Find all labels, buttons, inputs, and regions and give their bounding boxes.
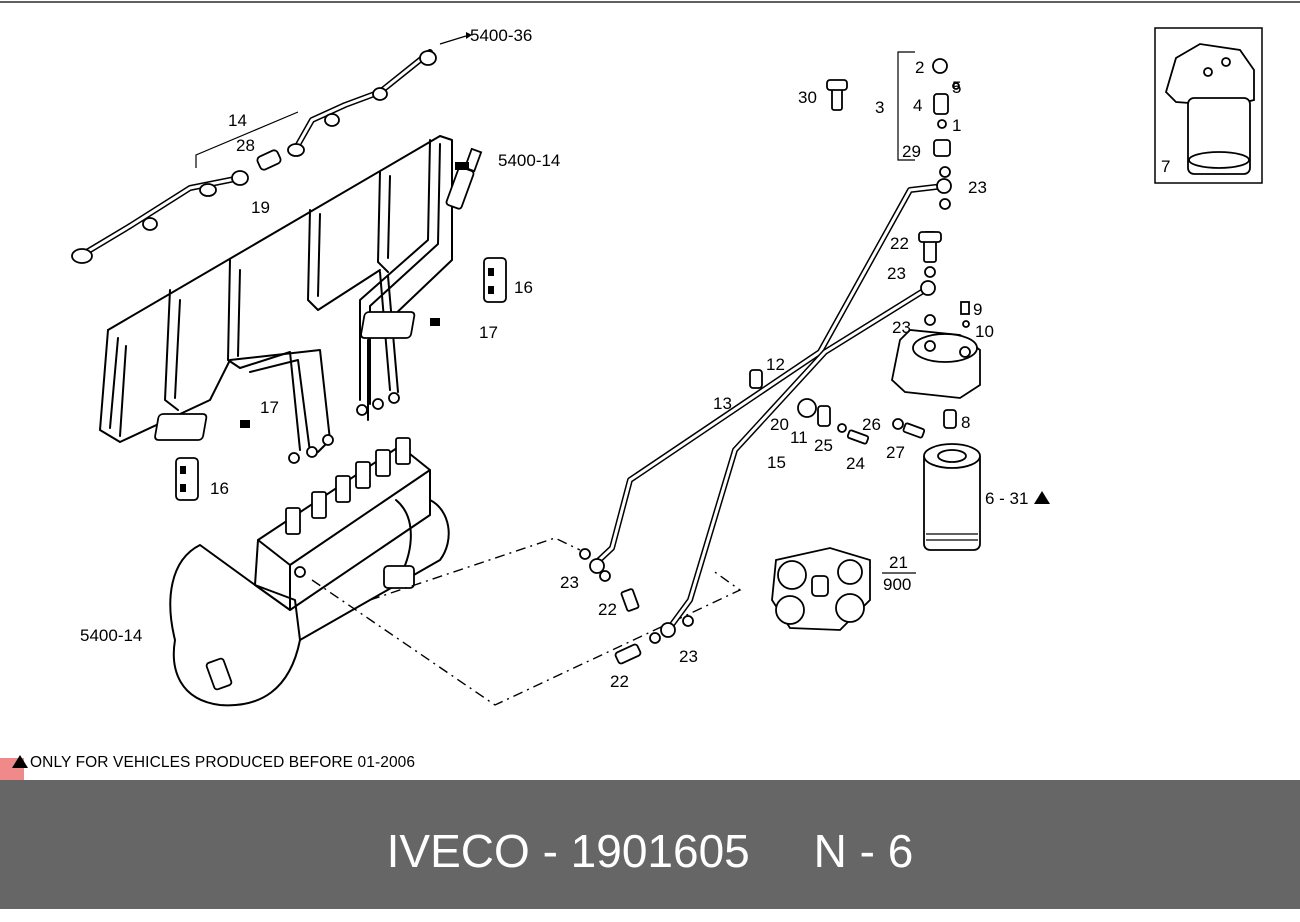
fuel-pipes xyxy=(589,178,952,638)
callout-23-e: 23 xyxy=(679,647,698,666)
callout-23-c: 23 xyxy=(892,318,911,337)
callout-19: 19 xyxy=(251,198,270,217)
footer-bar: IVECO - 1901605 N - 6 xyxy=(0,780,1300,909)
callout-30: 30 xyxy=(798,88,817,107)
callout-16-lower: 16 xyxy=(210,479,229,498)
callout-6-31: 6 - 31 xyxy=(985,489,1028,508)
callout-5400-36: 5400-36 xyxy=(470,26,532,45)
callout-12: 12 xyxy=(766,355,785,374)
callout-4: 4 xyxy=(913,96,922,115)
item-7-inset xyxy=(1154,27,1263,184)
callout-23-a: 23 xyxy=(968,178,987,197)
parts-diagram: 5400-36 14 28 5400-14 19 16 17 17 16 540… xyxy=(0,1,1300,707)
callout-17-lower: 17 xyxy=(260,398,279,417)
callout-27: 27 xyxy=(886,443,905,462)
callout-26: 26 xyxy=(862,415,881,434)
callout-22-c: 22 xyxy=(610,672,629,691)
fittings xyxy=(579,51,970,665)
callout-13: 13 xyxy=(713,394,732,413)
callout-9: 9 xyxy=(973,300,982,319)
fuel-filter xyxy=(923,443,981,551)
callout-10: 10 xyxy=(975,322,994,341)
clamps xyxy=(154,257,507,501)
callout-7: 7 xyxy=(1161,157,1170,176)
callout-22-b: 22 xyxy=(598,600,617,619)
production-note: ONLY FOR VEHICLES PRODUCED BEFORE 01-200… xyxy=(12,754,415,772)
callout-24: 24 xyxy=(846,454,865,473)
filter-housing-900 xyxy=(771,547,916,631)
callout-5400-14-top: 5400-14 xyxy=(498,151,560,170)
callout-8: 8 xyxy=(961,413,970,432)
note-text: ONLY FOR VEHICLES PRODUCED BEFORE 01-200… xyxy=(30,754,416,771)
filter-head xyxy=(891,329,981,429)
callout-17-upper: 17 xyxy=(479,323,498,342)
callout-23-b: 23 xyxy=(887,264,906,283)
callout-3: 3 xyxy=(875,98,884,117)
dashed-leaders xyxy=(311,537,742,706)
callout-labels: 5400-36 14 28 5400-14 19 16 17 17 16 540… xyxy=(80,26,1170,691)
callout-29: 29 xyxy=(902,142,921,161)
callout-5400-14-left: 5400-14 xyxy=(80,626,142,645)
callout-11: 11 xyxy=(790,428,808,447)
injection-pipes xyxy=(99,135,453,464)
callout-21: 21 xyxy=(889,553,908,572)
injection-pump xyxy=(169,437,450,707)
callout-5: 5 xyxy=(952,78,961,97)
callout-25: 25 xyxy=(814,436,833,455)
callout-15: 15 xyxy=(767,453,786,472)
callout-16-upper: 16 xyxy=(514,278,533,297)
callout-1: 1 xyxy=(952,116,961,135)
callout-20: 20 xyxy=(770,415,789,434)
callout-22-a: 22 xyxy=(890,234,909,253)
callout-14: 14 xyxy=(228,111,247,130)
warning-triangle-icon xyxy=(12,755,28,768)
callout-2: 2 xyxy=(915,58,924,77)
callout-900: 900 xyxy=(883,575,911,594)
callout-23-d: 23 xyxy=(560,573,579,592)
injector-top xyxy=(445,147,483,210)
callout-28: 28 xyxy=(236,136,255,155)
triangle-marker-icon xyxy=(1034,491,1050,504)
footer-title: IVECO - 1901605 N - 6 xyxy=(386,825,914,877)
return-line-assembly xyxy=(71,32,472,264)
